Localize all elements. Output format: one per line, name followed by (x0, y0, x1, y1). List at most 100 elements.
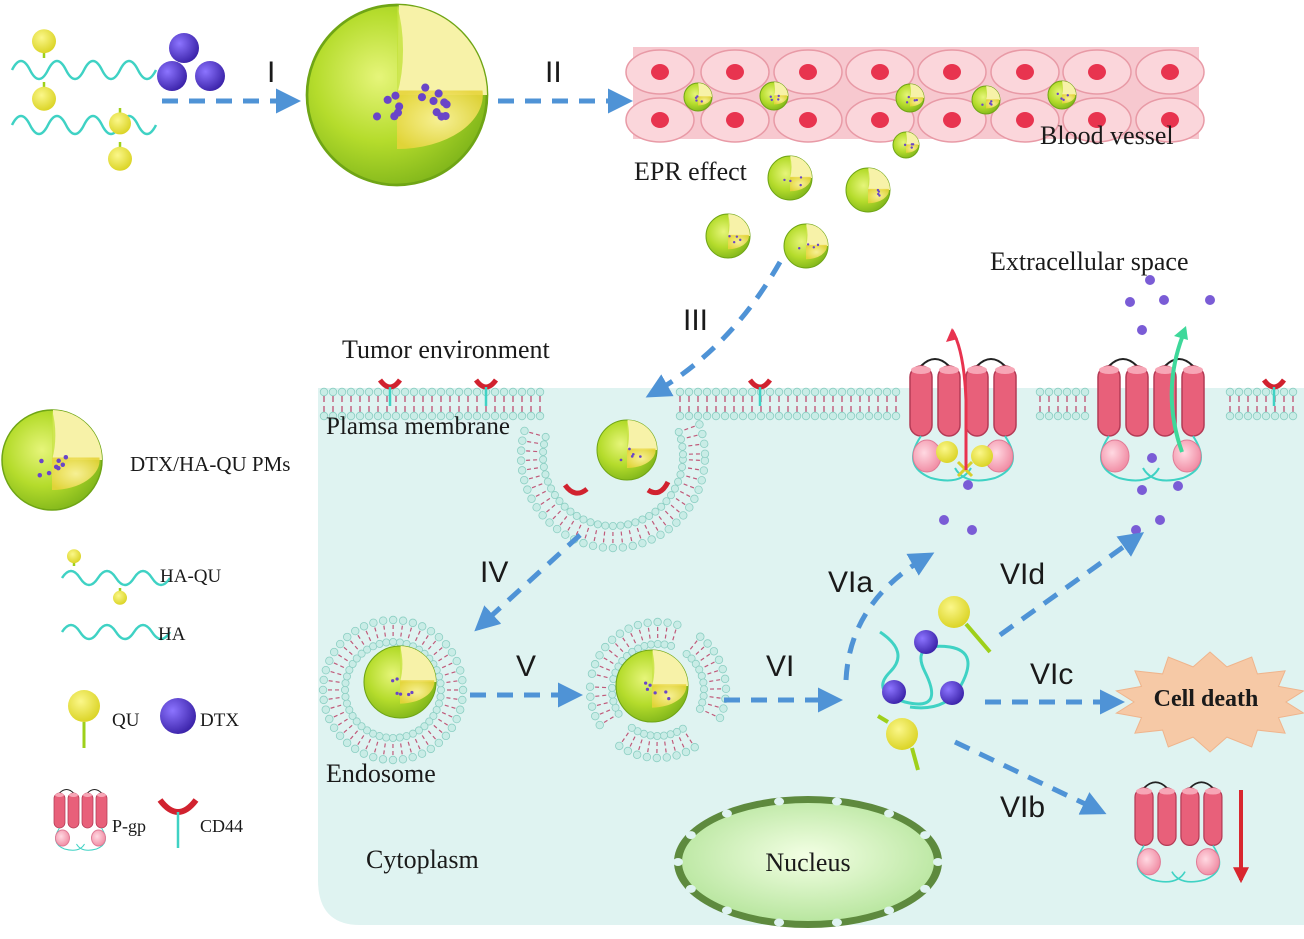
arrow-step-6a (843, 552, 935, 681)
process-arrows (162, 88, 1145, 815)
ha-chain (10, 59, 158, 81)
step-label-vi: VI (766, 650, 794, 683)
cd44-receptor (1261, 378, 1287, 390)
cd44-receptor (473, 378, 499, 390)
legend-dtx-label: DTX (200, 710, 239, 731)
step-label-via: VIa (828, 566, 873, 599)
released-drugs (876, 596, 992, 771)
qu-molecule (113, 590, 127, 605)
p-gp-pump (1134, 781, 1223, 883)
vessel-cell-nucleus (943, 112, 961, 128)
qu-molecule (32, 29, 56, 54)
vessel-cell-nucleus (871, 64, 889, 80)
dtx-molecule (882, 680, 906, 704)
vessel-cell-nucleus (799, 112, 817, 128)
qu-molecule (971, 445, 993, 467)
qu-legend-icon (68, 690, 100, 722)
micelle (845, 167, 891, 213)
vessel-cell-nucleus (943, 64, 961, 80)
qu-molecule (886, 718, 918, 750)
ruptured-endosome (585, 617, 731, 763)
micelle (1047, 80, 1077, 110)
dtx-molecule (169, 33, 199, 63)
step-label-v: V (516, 650, 536, 683)
step-label-i: I (267, 56, 275, 89)
cd44-receptor (377, 378, 403, 390)
p-gp-pump (1097, 358, 1205, 482)
micelle (615, 649, 689, 723)
vessel-cell-nucleus (799, 64, 817, 80)
step-label-vib: VIb (1000, 791, 1045, 824)
vessel-cell-nucleus (1016, 64, 1034, 80)
micelle (895, 83, 925, 113)
arrow-step-6b (953, 739, 1107, 815)
vessel-cell-nucleus (1161, 64, 1179, 80)
vessel-cell-nucleus (651, 64, 669, 80)
vessel-cell-nucleus (1088, 64, 1106, 80)
arrow-step-3 (645, 260, 783, 398)
legend-pgp-label: P-gp (112, 816, 146, 836)
dtx-molecule (1147, 453, 1157, 463)
dtx-molecule (1137, 325, 1147, 335)
arrow-step-4 (474, 533, 582, 632)
arrow-step-6d (998, 532, 1145, 638)
qu-molecule (67, 549, 81, 564)
tumor-environment-label: Tumor environment (342, 335, 551, 364)
p-gp-pump (909, 358, 1017, 482)
vessel-cell-nucleus (726, 64, 744, 80)
micelle (683, 82, 713, 112)
nucleus-label: Nucleus (765, 848, 850, 877)
step-label-vid: VId (1000, 558, 1045, 591)
dtx-molecule (1145, 275, 1155, 285)
step-label-ii: II (545, 56, 562, 89)
ha-chain (60, 623, 172, 641)
micelle (759, 81, 789, 111)
dtx-molecule (963, 480, 973, 490)
qu-molecule (108, 146, 132, 171)
ha-chain (10, 114, 158, 136)
cd44-receptor (747, 378, 773, 390)
cell-death-label: Cell death (1154, 686, 1259, 712)
vessel-cell-nucleus (1161, 112, 1179, 128)
micelle (767, 155, 813, 201)
dtx-molecule (1205, 295, 1215, 305)
extracellular-space-label: Extracellular space (990, 247, 1189, 276)
step-label-iii: III (683, 304, 708, 337)
micelles (1, 3, 1077, 723)
micelle (705, 213, 751, 259)
vessel-cell-nucleus (871, 112, 889, 128)
micelle (363, 645, 437, 719)
dtx-molecule (195, 61, 225, 91)
ha-chain (60, 569, 172, 587)
vessel-cell-nucleus (651, 112, 669, 128)
dtx-molecule (939, 515, 949, 525)
cd44-legend-icon (157, 798, 199, 815)
dtx-legend-icon (160, 698, 196, 734)
step-label-vic: VIc (1030, 658, 1073, 691)
micelle (783, 223, 829, 269)
endosome-label: Endosome (326, 759, 436, 788)
cytoplasm-label: Cytoplasm (366, 845, 479, 874)
micelle (1, 409, 103, 511)
dtx-molecule (1137, 485, 1147, 495)
endocytic-pit (516, 420, 710, 553)
p-gp-pumps (53, 275, 1223, 883)
cd44-receptors (377, 378, 1287, 406)
p-gp-pump (53, 789, 108, 851)
plasma-membrane-label: Plamsa membrane (326, 413, 510, 440)
legend-ha-label: HA (158, 624, 186, 645)
dtx-molecule (967, 525, 977, 535)
legend-cd44-label: CD44 (200, 816, 243, 836)
legend (60, 549, 199, 848)
vessel-cell-nucleus (726, 112, 744, 128)
cd44-receptor (562, 483, 589, 496)
micelle (892, 131, 920, 159)
cd44-receptor (646, 480, 671, 496)
qu-molecule (32, 86, 56, 111)
dtx-molecule (1155, 515, 1165, 525)
dtx-molecule (1173, 481, 1183, 491)
step-label-iv: IV (480, 556, 508, 589)
blood-vessel-label: Blood vessel (1040, 121, 1174, 150)
